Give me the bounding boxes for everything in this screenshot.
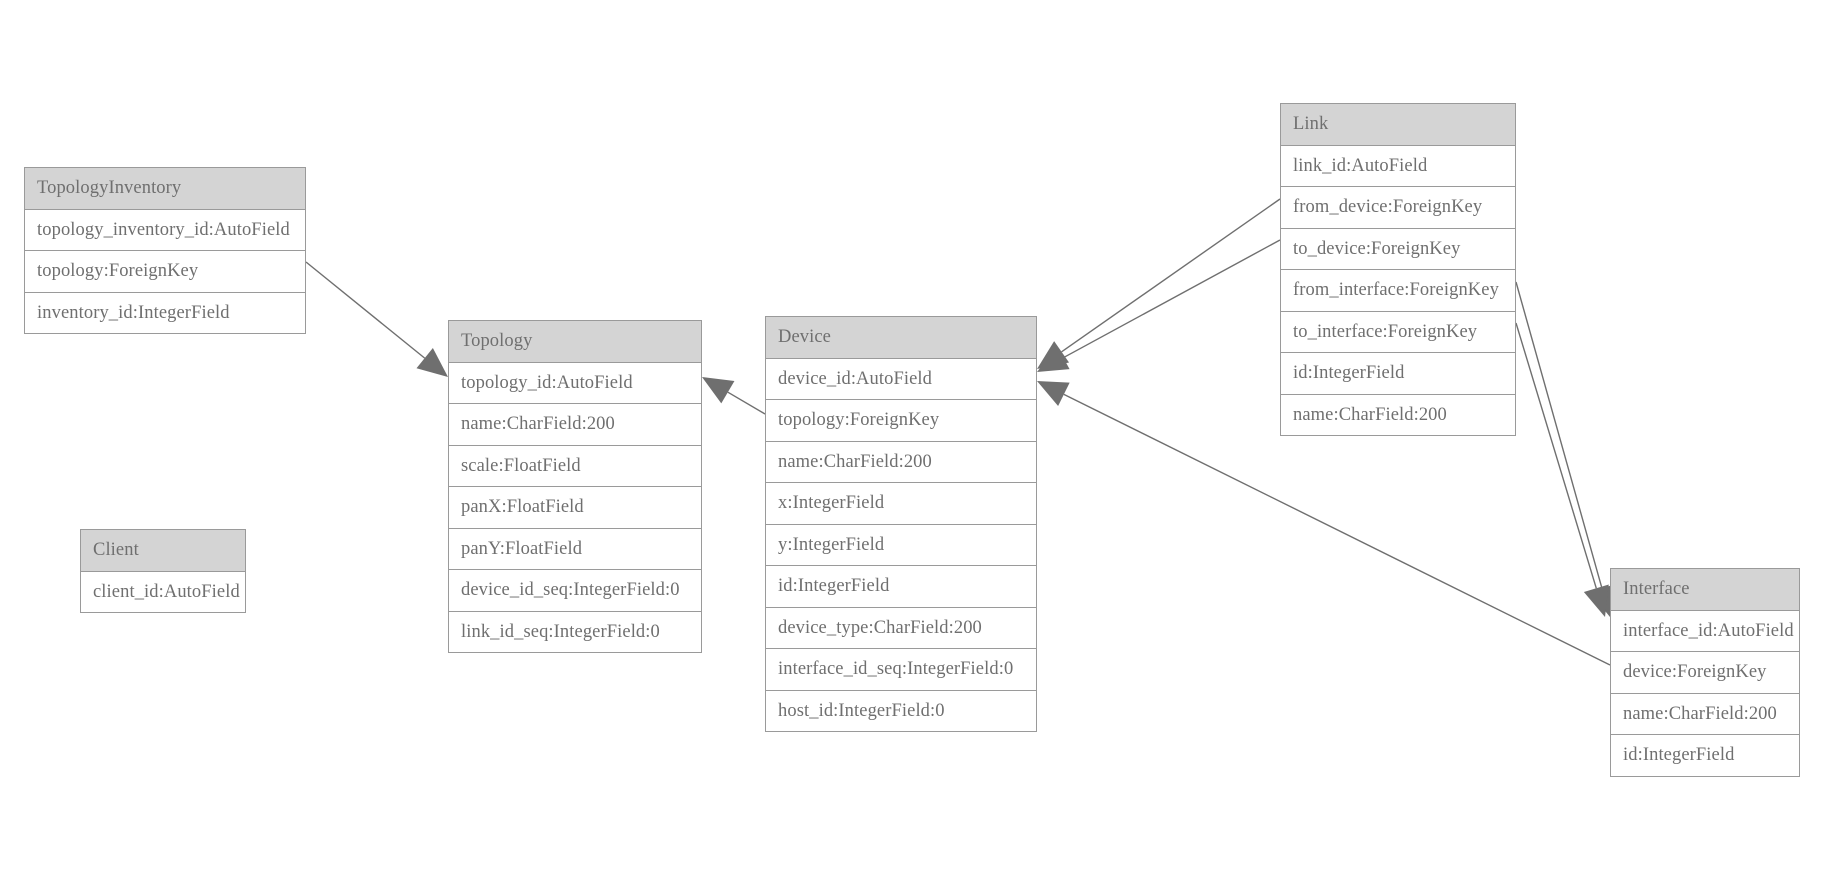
entity-title-client: Client	[81, 530, 245, 572]
relation-line	[1515, 322, 1597, 589]
entity-field: from_device:ForeignKey	[1281, 187, 1515, 229]
relation-arrowhead	[1037, 381, 1070, 406]
entity-field: to_interface:ForeignKey	[1281, 311, 1515, 353]
entity-field: device:ForeignKey	[1611, 652, 1799, 694]
entity-field: topology_id:AutoField	[449, 362, 701, 404]
relation-arrowhead	[416, 348, 448, 377]
entity-field: panX:FloatField	[449, 487, 701, 529]
entity-title-topology: Topology	[449, 321, 701, 363]
entity-field: name:CharField:200	[1611, 693, 1799, 735]
entity-field: id:IntegerField	[766, 566, 1036, 608]
relation-line	[1515, 281, 1603, 589]
relation-topologyinventory-topology	[305, 261, 448, 377]
entity-field: name:CharField:200	[1281, 394, 1515, 435]
entity-field: host_id:IntegerField:0	[766, 690, 1036, 731]
entity-field: interface_id:AutoField	[1611, 610, 1799, 652]
relation-device-topology	[702, 377, 766, 415]
entity-field: to_device:ForeignKey	[1281, 228, 1515, 270]
relation-arrowhead	[1037, 341, 1070, 369]
relation-link-to-interface	[1515, 322, 1609, 617]
entity-field: panY:FloatField	[449, 528, 701, 570]
entity-field: name:CharField:200	[449, 404, 701, 446]
relation-line	[1061, 198, 1281, 353]
entity-field: link_id:AutoField	[1281, 145, 1515, 187]
entity-field: topology:ForeignKey	[766, 400, 1036, 442]
relation-link-from-interface	[1515, 281, 1615, 617]
entity-title-device: Device	[766, 317, 1036, 359]
entity-field: client_id:AutoField	[81, 571, 245, 612]
entity-title-interface: Interface	[1611, 569, 1799, 611]
relation-line	[305, 261, 426, 359]
relation-link-from-device	[1037, 198, 1281, 369]
entity-field: inventory_id:IntegerField	[25, 292, 305, 333]
relation-line	[1063, 239, 1281, 359]
entity-title-link: Link	[1281, 104, 1515, 146]
entity-field: from_interface:ForeignKey	[1281, 270, 1515, 312]
entity-field: topology:ForeignKey	[25, 251, 305, 293]
entity-field: scale:FloatField	[449, 445, 701, 487]
entity-field: x:IntegerField	[766, 483, 1036, 525]
entity-field: topology_inventory_id:AutoField	[25, 209, 305, 251]
entity-field: device_id:AutoField	[766, 358, 1036, 400]
relation-arrowhead	[702, 377, 735, 404]
entity-field: id:IntegerField	[1281, 353, 1515, 395]
entity-field: y:IntegerField	[766, 524, 1036, 566]
entity-title-topology_inventory: TopologyInventory	[25, 168, 305, 210]
entity-field: device_type:CharField:200	[766, 607, 1036, 649]
entity-field: device_id_seq:IntegerField:0	[449, 570, 701, 612]
entity-field: id:IntegerField	[1611, 735, 1799, 776]
relation-arrowhead	[1583, 584, 1609, 617]
relation-arrowhead	[1037, 346, 1070, 372]
relation-link-to-device	[1037, 239, 1281, 372]
entity-field: name:CharField:200	[766, 441, 1036, 483]
relation-line	[727, 391, 766, 415]
entity-field: interface_id_seq:IntegerField:0	[766, 649, 1036, 691]
entity-field: link_id_seq:IntegerField:0	[449, 611, 701, 652]
